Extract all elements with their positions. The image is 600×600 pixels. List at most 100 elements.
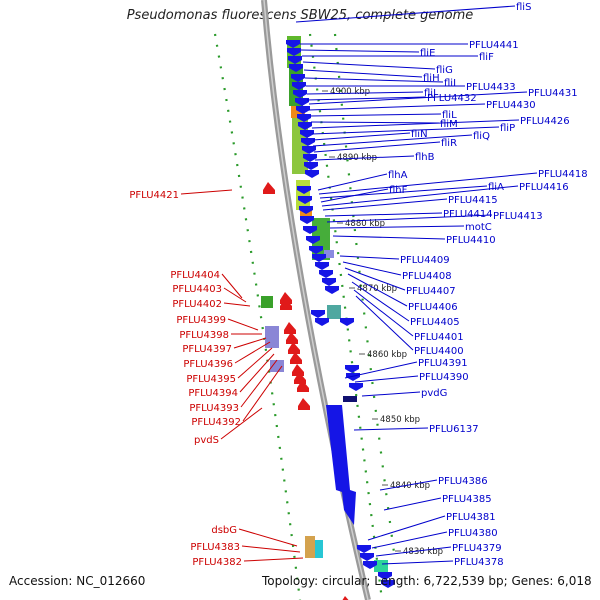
forward-gene-label: fliE <box>420 48 435 59</box>
forward-gene-label: fliG <box>436 65 453 76</box>
forward-label-line <box>353 427 429 431</box>
reverse-gene-label: PFLU4395 <box>186 374 236 385</box>
forward-gene-arrow <box>300 216 314 224</box>
feature-block <box>261 296 273 308</box>
forward-label-line <box>361 391 421 397</box>
forward-gene-label: PFLU4381 <box>446 512 496 523</box>
forward-label-line <box>311 119 520 129</box>
forward-label-line <box>324 212 443 217</box>
forward-label-line <box>320 188 389 203</box>
forward-label-line <box>306 91 424 95</box>
forward-gene-label: fliQ <box>473 131 490 142</box>
reverse-gene-label: pvdS <box>194 435 219 446</box>
forward-label-line <box>332 235 446 240</box>
forward-gene-label: PFLU4406 <box>408 302 458 313</box>
forward-gene-label: PFLU6137 <box>429 424 479 435</box>
forward-label-line <box>314 155 415 161</box>
forward-label-line <box>319 185 488 199</box>
forward-gene-label: PFLU4432 <box>427 93 477 104</box>
reverse-gene-arrow <box>286 332 298 344</box>
forward-gene-label: PFLU4433 <box>466 82 516 93</box>
forward-label-line <box>309 113 442 117</box>
reverse-label-line <box>223 302 251 307</box>
reverse-gene-label: PFLU4394 <box>188 388 238 399</box>
feature-block <box>296 180 310 210</box>
forward-gene-label: fliP <box>500 123 515 134</box>
forward-label-line <box>310 121 440 124</box>
forward-gene-arrow <box>363 561 377 569</box>
kbp-tick-label: 4860 kbp <box>367 350 407 360</box>
reverse-label-line <box>240 359 278 408</box>
forward-gene-arrow <box>305 170 319 178</box>
forward-label-line <box>371 531 448 549</box>
forward-label-line <box>303 69 423 78</box>
genome-summary: Topology: circular; Length: 6,722,539 bp… <box>262 574 592 588</box>
forward-gene-label: fliJ <box>424 88 436 99</box>
forward-gene-arrow <box>300 130 314 138</box>
forward-gene-arrow <box>298 196 312 204</box>
forward-gene-label: motC <box>465 222 492 233</box>
reverse-label-line <box>221 273 243 299</box>
forward-label-line <box>353 289 414 337</box>
feature-block <box>305 536 315 558</box>
forward-gene-arrow <box>319 270 333 278</box>
reverse-gene-arrow <box>263 182 275 194</box>
reverse-gene-label: PFLU4397 <box>182 344 232 355</box>
forward-gene-arrow <box>322 278 336 286</box>
forward-gene-arrow <box>315 262 329 270</box>
forward-gene-label: PFLU4431 <box>528 88 578 99</box>
forward-gene-label: flhF <box>389 185 408 196</box>
reverse-label-line <box>220 407 263 440</box>
reverse-gene-label: PFLU4403 <box>172 284 222 295</box>
reverse-label-line <box>238 528 298 547</box>
forward-label-line <box>347 273 408 307</box>
forward-gene-label: fliF <box>479 52 494 63</box>
forward-label-line <box>351 281 410 322</box>
feature-block <box>270 360 284 372</box>
forward-gene-label: flhA <box>388 170 408 181</box>
forward-gene-label: fliR <box>441 138 457 149</box>
forward-gene-arrow <box>295 98 309 106</box>
forward-gene-arrow <box>381 580 395 588</box>
feature-block <box>374 560 388 572</box>
forward-label-line <box>342 261 402 276</box>
forward-gene-label: PFLU4407 <box>406 286 456 297</box>
feature-block <box>327 305 341 319</box>
forward-gene-arrow <box>297 114 311 122</box>
forward-gene-arrow <box>288 56 302 64</box>
reverse-gene-arrow <box>342 596 349 600</box>
forward-label-line <box>295 5 516 23</box>
reverse-gene-label: PFLU4393 <box>189 403 239 414</box>
map-title: Pseudomonas fluorescens SBW25, complete … <box>126 8 474 23</box>
forward-gene-label: PFLU4415 <box>448 195 498 206</box>
reverse-gene-arrow <box>298 398 310 410</box>
forward-gene-arrow <box>325 286 339 294</box>
forward-gene-arrow <box>297 186 311 194</box>
reverse-gene-arrow <box>297 380 309 392</box>
reverse-gene-label: PFLU4383 <box>190 542 240 553</box>
forward-gene-label: PFLU4418 <box>538 169 588 180</box>
forward-gene-arrow <box>360 553 374 561</box>
kbp-tick-label: 4900 kbp <box>330 87 370 97</box>
forward-gene-arrow <box>357 545 371 553</box>
kbp-tick-label: 4840 kbp <box>390 481 430 491</box>
reverse-label-line <box>227 318 259 331</box>
reverse-label-line <box>233 337 267 349</box>
reverse-gene-arrow <box>280 298 292 310</box>
forward-gene-label: PFLU4380 <box>448 528 498 539</box>
forward-label-line <box>375 546 452 557</box>
reverse-gene-label: PFLU4396 <box>183 359 233 370</box>
forward-label-line <box>318 172 538 195</box>
forward-gene-label: PFLU4416 <box>519 182 569 193</box>
forward-gene-label: PFLU4378 <box>454 557 504 568</box>
reverse-gene-arrow <box>288 342 300 354</box>
reverse-gene-arrow <box>284 322 296 334</box>
forward-genes <box>286 40 395 588</box>
forward-gene-label: fliN <box>411 129 428 140</box>
forward-label-line <box>367 515 446 541</box>
kbp-tick-label: 4850 kbp <box>380 415 420 425</box>
reverse-gene-label: PFLU4404 <box>170 270 220 281</box>
forward-gene-label: flhB <box>415 152 435 163</box>
forward-gene-arrow <box>296 106 310 114</box>
